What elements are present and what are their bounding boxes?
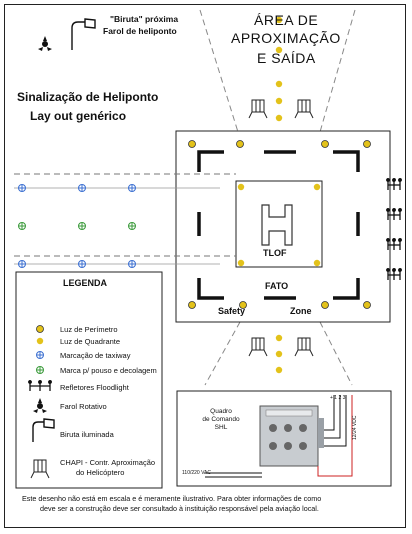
perimeter-lights <box>188 140 371 309</box>
chapi-unit-top-right <box>294 99 314 119</box>
legend-title: LEGENDA <box>63 278 108 288</box>
h-marking <box>261 204 293 246</box>
legend-item-taxiway: Marcação de taxiway <box>60 351 131 360</box>
panel-label-line2: de Comando <box>202 416 240 423</box>
legend-item-chapi-l1: CHAPI - Contr. Aproximação <box>60 458 156 467</box>
footer-note-line1: Este desenho não está em escala e é mera… <box>22 494 322 503</box>
diagram-frame <box>4 4 406 528</box>
dc-voltage-label: 12/24 VDC <box>352 415 358 440</box>
ac-voltage-label: 110/220 VAC <box>182 470 212 476</box>
rotating-beacon-legend-icon <box>33 398 47 413</box>
legend-item-beacon: Farol Rotativo <box>60 402 107 411</box>
legend-item-floodlight: Refletores Floodlight <box>60 383 129 392</box>
quadrant-lights <box>237 183 321 267</box>
legend-item-perimeter: Luz de Perímetro <box>60 325 118 334</box>
floodlight-icon <box>28 380 52 391</box>
windsock-legend-icon <box>32 418 55 442</box>
tlof-label: TLOF <box>263 248 287 258</box>
safety-area-boundary <box>175 130 391 323</box>
legend-item-chapi-l2: do Helicóptero <box>76 468 125 477</box>
landing-marker-crosses <box>19 223 135 229</box>
taxiway-marker-icon <box>36 351 44 359</box>
control-panel-label: Quadro de Comando SHL <box>196 408 246 432</box>
approach-area-line1: ÁREA DE <box>254 12 319 28</box>
windsock-icon <box>71 18 96 50</box>
taxiway-lines <box>14 173 236 257</box>
taxiway-marker-crosses <box>19 185 135 267</box>
panel-wires <box>205 395 353 478</box>
heliport-beacon-label: Farol de heliponto <box>103 26 177 36</box>
legend-item-windsock: Biruta iluminada <box>60 430 114 439</box>
landing-markers <box>18 222 136 230</box>
legend-box <box>15 271 163 489</box>
diagram-subtitle: Lay out genérico <box>30 109 127 123</box>
taxiway-markers <box>18 184 136 268</box>
chapi-unit-top-left <box>248 99 268 119</box>
panel-label-line1: Quadro <box>210 408 232 415</box>
approach-lights-bottom <box>275 334 283 374</box>
fato-label: FATO <box>265 281 289 291</box>
terminal-labels: + 1 2 3 <box>330 395 346 401</box>
perimeter-light-icon <box>36 325 44 333</box>
approach-area-line3: E SAÍDA <box>257 50 316 66</box>
approach-lights-top <box>275 16 283 122</box>
diagram-title: Sinalização de Heliponto <box>17 90 159 104</box>
chapi-legend-icon <box>30 459 50 479</box>
rotating-beacon-icon <box>38 36 52 51</box>
chapi-unit-bottom-left <box>248 337 268 357</box>
panel-label-line3: SHL <box>214 424 228 431</box>
quadrant-light-icon <box>36 337 44 345</box>
biruta-label: "Biruta" próxima <box>110 14 179 24</box>
control-panel-cabinet <box>259 405 324 467</box>
legend-item-landing: Marca p/ pouso e decolagem <box>60 366 157 375</box>
chapi-unit-bottom-right <box>294 337 314 357</box>
zone-label: Zone <box>290 306 312 316</box>
floodlights <box>386 178 402 280</box>
fato-corners <box>197 150 360 300</box>
tlof-square <box>235 180 323 268</box>
legend-item-quadrant: Luz de Quadrante <box>60 337 121 346</box>
landing-marker-icon <box>36 366 44 374</box>
footer-note-line2: deve ser a construção deve ser consultad… <box>40 504 319 513</box>
h-letter: H <box>265 200 295 248</box>
safety-label: Safety <box>218 306 246 316</box>
approach-area-line2: APROXIMAÇÃO <box>231 30 341 46</box>
